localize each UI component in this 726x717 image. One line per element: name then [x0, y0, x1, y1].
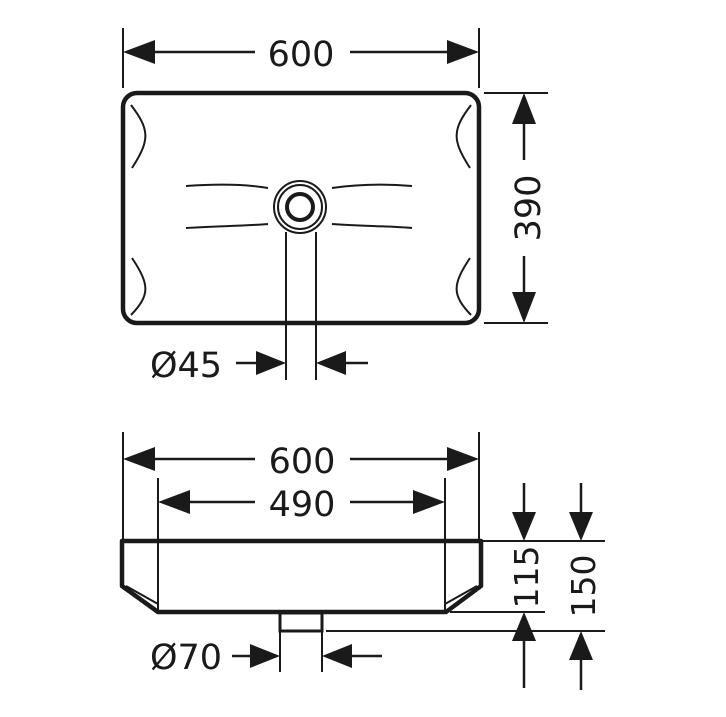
basin-outline-top — [120, 90, 482, 326]
basin-rib-upper-left — [185, 183, 269, 189]
bowl-height-dimension — [512, 483, 536, 688]
drain-side-label: Ø70 — [150, 638, 222, 678]
top-depth-dimension — [484, 92, 548, 324]
bowl-height-label: 115 — [507, 546, 546, 609]
side-view — [119, 432, 605, 690]
basin-rib-lower-left — [185, 223, 269, 229]
basin-inner-curve-right — [455, 104, 472, 316]
drain-side — [278, 611, 324, 633]
total-height-dimension — [569, 483, 593, 690]
basin-rib-upper-right — [331, 183, 413, 189]
basin-inner-curve-left — [130, 104, 147, 316]
drain-top — [273, 180, 327, 234]
drain-top-dimension — [236, 351, 368, 375]
top-depth-label: 390 — [509, 175, 549, 242]
drain-side-dimension — [232, 644, 382, 668]
side-inner-width-label: 490 — [269, 485, 336, 525]
total-height-label: 150 — [564, 555, 603, 618]
drain-top-label: Ø45 — [150, 346, 222, 386]
side-outer-width-label: 600 — [269, 442, 336, 482]
top-width-label: 600 — [268, 35, 335, 75]
basin-rib-lower-right — [331, 223, 413, 229]
top-view — [120, 28, 548, 380]
side-outer-width-dimension — [122, 432, 480, 540]
top-width-dimension — [122, 28, 480, 88]
basin-outline-side — [119, 538, 484, 615]
